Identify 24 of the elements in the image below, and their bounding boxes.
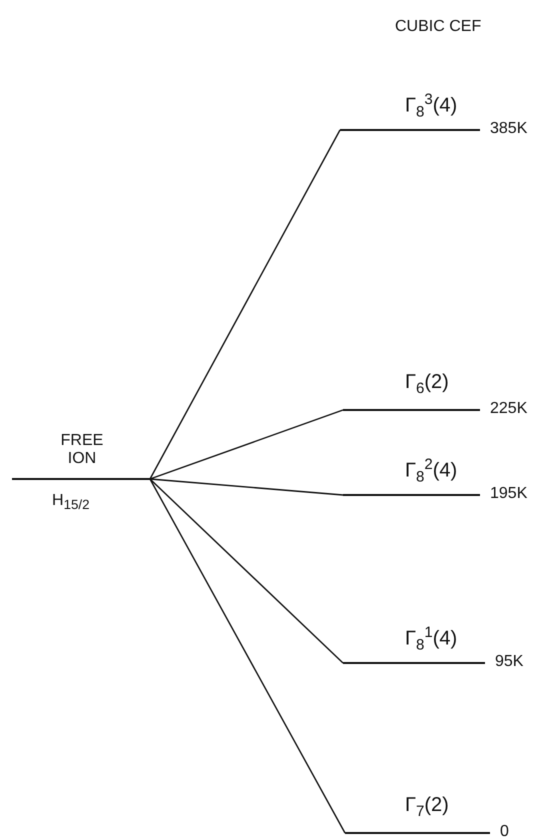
level-symbol: Γ$_{6}$(2): [405, 371, 449, 398]
energy-value: 95K: [495, 653, 524, 672]
level-symbol: Γ$_{7}$(2): [405, 794, 449, 820]
level-symbol: Γ$_{8}$$^{1}$(4): [405, 624, 458, 654]
connector-line: [150, 478, 344, 664]
energy-level-line: [343, 409, 480, 411]
column-heading: CUBIC CEF: [395, 18, 482, 36]
connector-line: [150, 409, 344, 480]
level-symbol: Γ$_{8}$$^{3}$(4): [405, 91, 458, 121]
connector-line: [150, 478, 344, 496]
energy-value: 195K: [490, 485, 528, 504]
energy-value: 385K: [490, 120, 528, 138]
state-label: FREE ION: [60, 432, 104, 469]
energy-value: 225K: [490, 400, 528, 418]
energy-level-line: [12, 478, 150, 480]
level-symbol: Γ$_{8}$$^{2}$(4): [405, 456, 458, 486]
energy-level-line: [343, 494, 480, 496]
term-symbol: H$_{15/2}$: [52, 492, 90, 512]
energy-level-line: [343, 662, 485, 664]
energy-value: 0: [500, 823, 509, 839]
connector-line: [149, 130, 341, 480]
connector-line: [149, 478, 346, 834]
energy-level-line: [340, 129, 480, 131]
energy-level-line: [345, 832, 490, 834]
